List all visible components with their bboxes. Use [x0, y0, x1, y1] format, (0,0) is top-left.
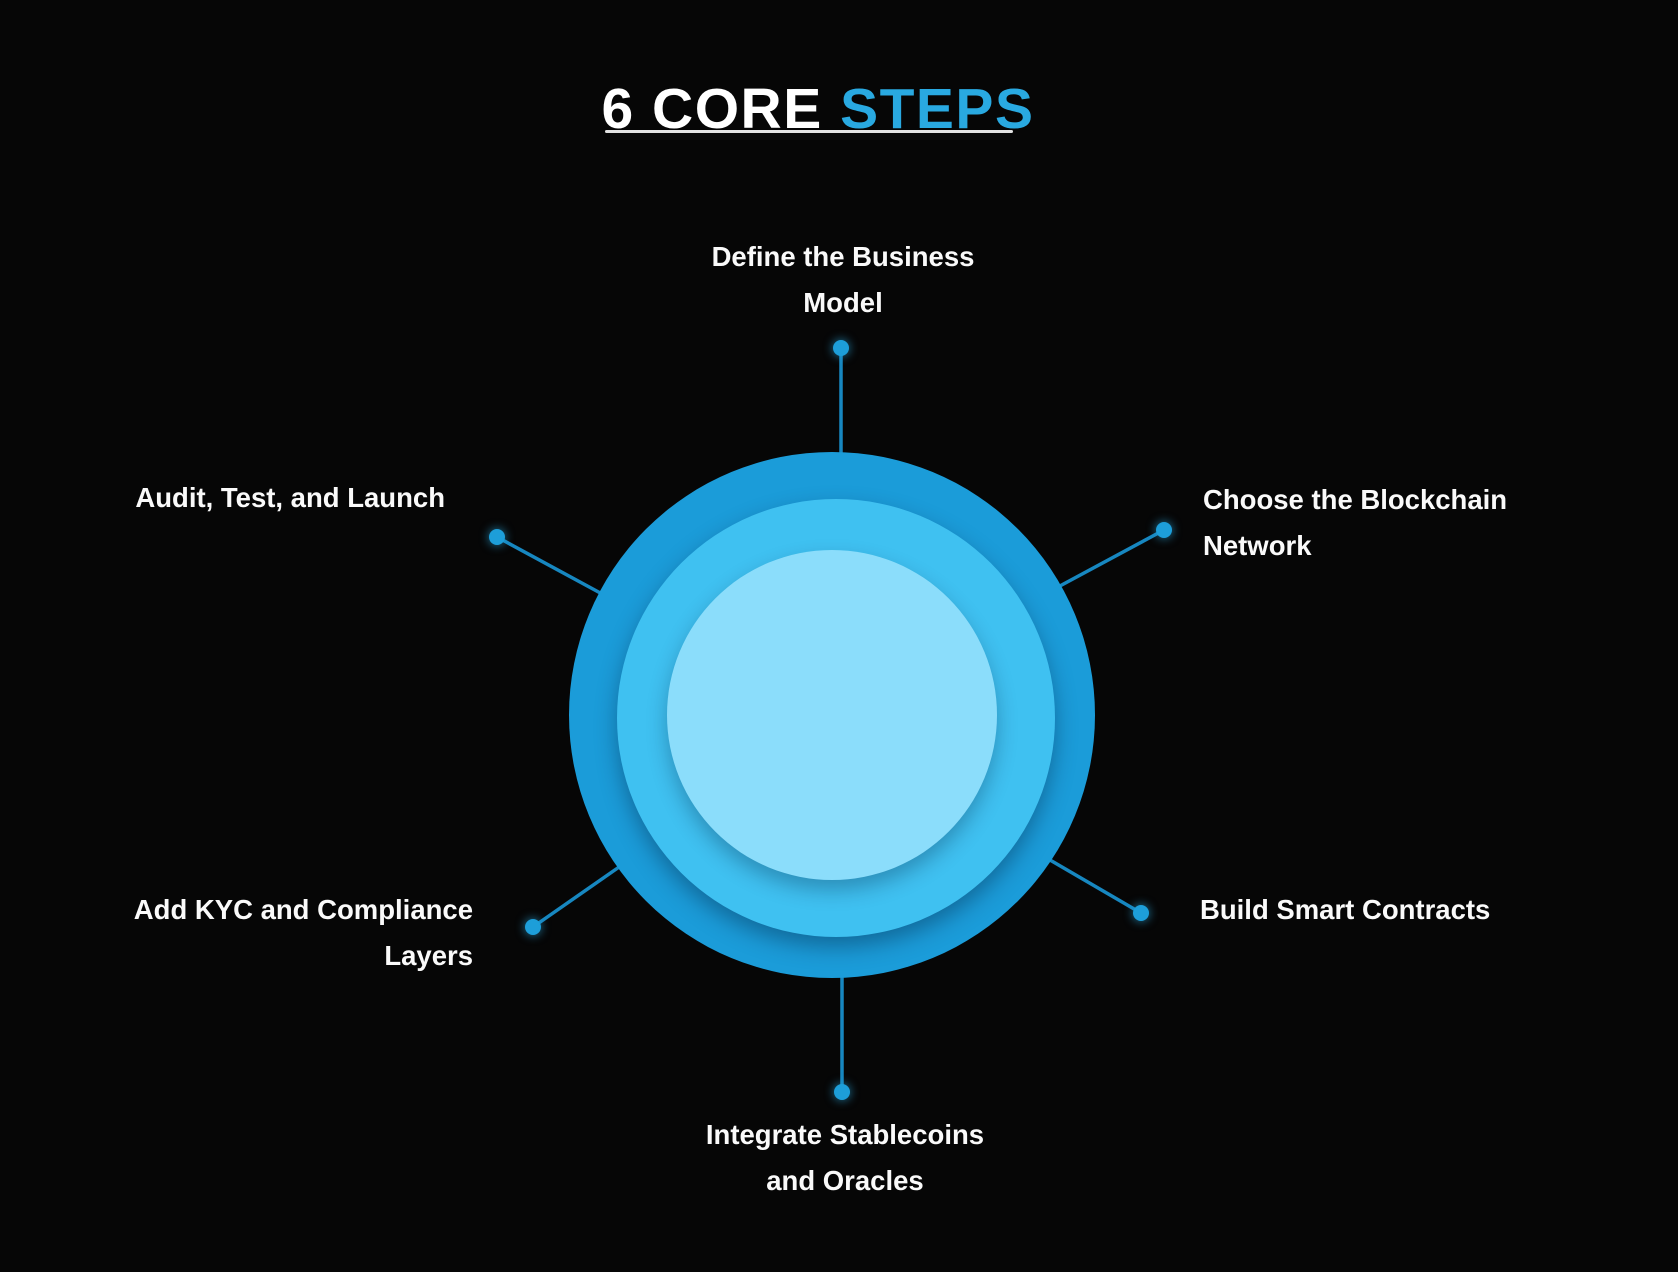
step-label-choose-blockchain-network: Choose the Blockchain Network [1203, 484, 1508, 561]
connector-dot-top-right [1156, 522, 1172, 538]
connector-line-bottom-right [1049, 858, 1142, 915]
step-label-integrate-stablecoins-oracles: Integrate Stablecoins and Oracles [705, 1119, 985, 1196]
connector-dot-bottom-right [1133, 905, 1149, 921]
connector-dot-bottom [834, 1084, 850, 1100]
connector-line-bottom-left [531, 863, 624, 929]
connector-dot-top [833, 340, 849, 356]
step-label-define-business-model: Define the Business Model [711, 241, 975, 318]
connector-line-top-left [496, 535, 605, 597]
step-label-audit-test-launch: Audit, Test, and Launch [135, 482, 445, 513]
connector-line-top-right [1057, 528, 1165, 589]
title-underline [605, 130, 1013, 133]
connector-dot-bottom-left [525, 919, 541, 935]
step-label-build-smart-contracts: Build Smart Contracts [1200, 894, 1491, 925]
inner-circle [667, 550, 997, 880]
step-label-add-kyc-compliance-layers: Add KYC and Compliance Layers [133, 894, 473, 971]
connector-dot-top-left [489, 529, 505, 545]
